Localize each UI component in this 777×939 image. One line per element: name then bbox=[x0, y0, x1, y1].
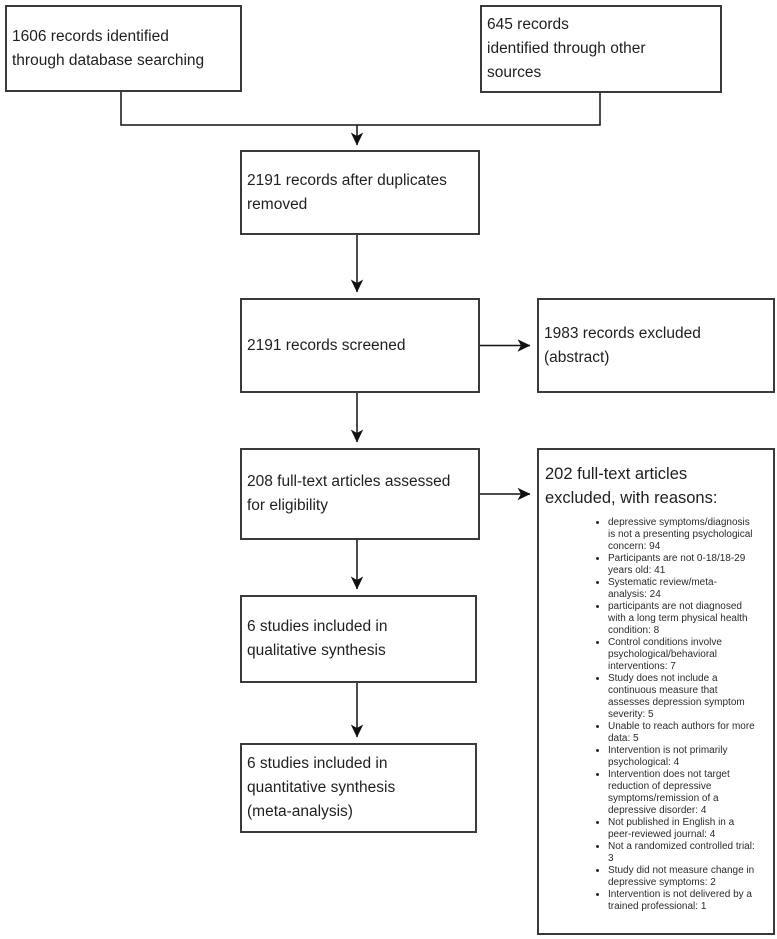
exclusion-reason-item: depressive symptoms/diagnosis is not a p… bbox=[608, 517, 767, 553]
exclusion-reason-item: participants are not diagnosed with a lo… bbox=[608, 601, 767, 637]
exclusion-reason-item: Participants are not 0-18/18-29 years ol… bbox=[608, 553, 767, 577]
box-records-excluded-abstract-label: 1983 records excluded (abstract) bbox=[544, 324, 701, 366]
box-records-after-duplicates-label: 2191 records after duplicates removed bbox=[247, 171, 447, 213]
box-records-database-label: 1606 records identified through database… bbox=[12, 27, 205, 69]
box-records-other-sources-label: 645 records identified through other sou… bbox=[487, 16, 646, 81]
exclusion-reason-item: Unable to reach authors for more data: 5 bbox=[608, 721, 767, 745]
exclusion-reason-item: Study did not measure change in depressi… bbox=[608, 865, 767, 889]
box-qualitative-synthesis: 6 studies included in qualitative synthe… bbox=[240, 595, 477, 683]
box-quantitative-synthesis-label: 6 studies included in quantitative synth… bbox=[247, 755, 396, 820]
connector-top-merge bbox=[120, 92, 601, 126]
box-records-other-sources: 645 records identified through other sou… bbox=[480, 5, 722, 93]
excluded-reasons-heading: 202 full-text articles excluded, with re… bbox=[545, 465, 718, 507]
box-quantitative-synthesis: 6 studies included in quantitative synth… bbox=[240, 743, 477, 833]
exclusion-reason-item: Control conditions involve psychological… bbox=[608, 637, 767, 673]
box-fulltext-assessed: 208 full-text articles assessed for elig… bbox=[240, 448, 480, 540]
box-records-after-duplicates: 2191 records after duplicates removed bbox=[240, 150, 480, 235]
exclusion-reason-item: Not published in English in a peer-revie… bbox=[608, 817, 767, 841]
box-fulltext-assessed-label: 208 full-text articles assessed for elig… bbox=[247, 473, 451, 514]
exclusion-reason-item: Study does not include a continuous meas… bbox=[608, 673, 767, 721]
exclusion-reason-item: Not a randomized controlled trial: 3 bbox=[608, 841, 767, 865]
box-records-database: 1606 records identified through database… bbox=[5, 5, 242, 92]
box-qualitative-synthesis-label: 6 studies included in qualitative synthe… bbox=[247, 618, 388, 659]
exclusion-reason-item: Intervention is not primarily psychologi… bbox=[608, 745, 767, 769]
box-records-screened: 2191 records screened bbox=[240, 298, 480, 393]
exclusion-reason-item: Systematic review/meta- analysis: 24 bbox=[608, 577, 767, 601]
box-records-excluded-abstract: 1983 records excluded (abstract) bbox=[537, 298, 775, 393]
exclusion-reason-item: Intervention is not delivered by a train… bbox=[608, 889, 767, 913]
exclusion-reasons-list: depressive symptoms/diagnosis is not a p… bbox=[545, 517, 769, 913]
box-fulltext-excluded-reasons: 202 full-text articles excluded, with re… bbox=[537, 448, 775, 935]
exclusion-reason-item: Intervention does not target reduction o… bbox=[608, 769, 767, 817]
box-records-screened-label: 2191 records screened bbox=[247, 336, 406, 354]
